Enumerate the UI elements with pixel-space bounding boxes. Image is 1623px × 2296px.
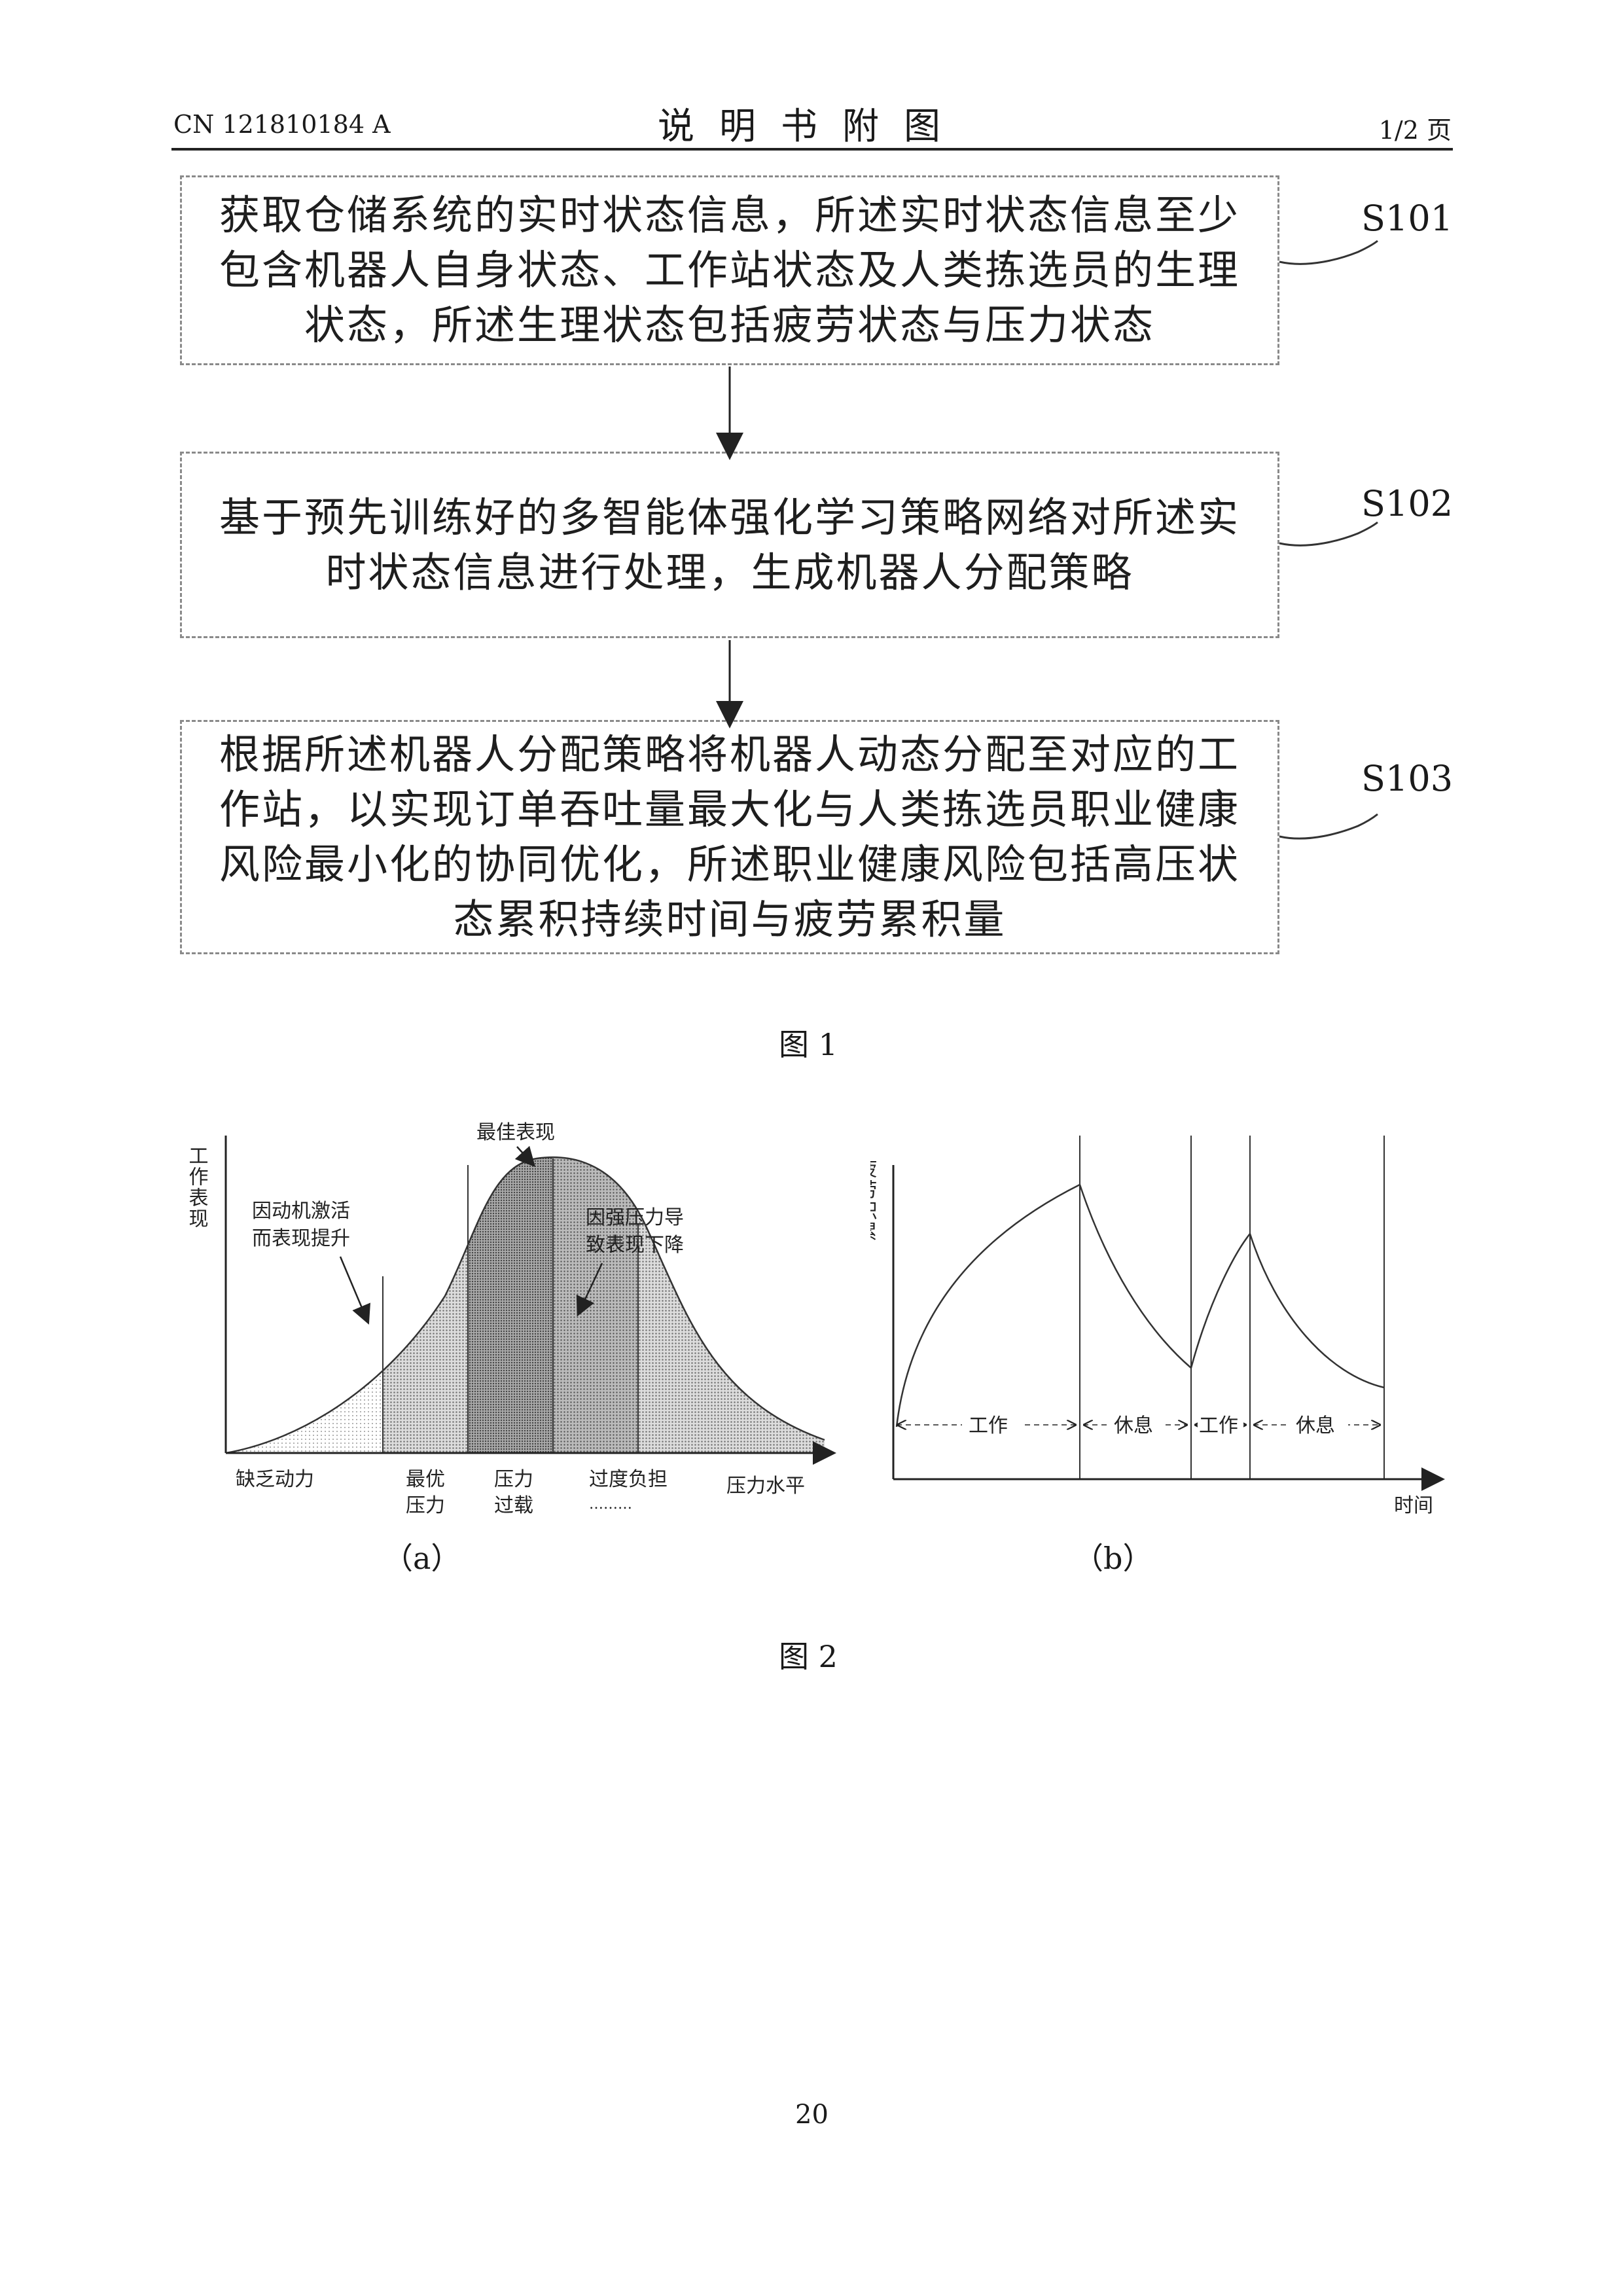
peak-label: 最佳表现 [476, 1121, 555, 1144]
xlabel-b: 时间 [1394, 1494, 1433, 1517]
fatigue-curve [897, 1185, 1384, 1427]
rise-annotation-line1: 因动机激活 [252, 1200, 350, 1223]
leader-s101 [1279, 241, 1378, 264]
rise-annotation-line2: 而表现提升 [252, 1227, 350, 1250]
phase-work-1: 工作 [969, 1414, 1008, 1437]
phase-rest-2: 休息 [1296, 1414, 1335, 1437]
fall-annotation-line1: 因强压力导 [586, 1206, 684, 1229]
ylabel-a: 工作表现 [185, 1145, 208, 1229]
figure-2a-diagram: 工作表现 压力水平 最佳表现 因动机激活 而表现提升 因强压力导 致表现下降 缺… [170, 1100, 851, 1532]
region-label-low: 缺乏动力 [236, 1468, 314, 1491]
subfigure-b-label: （b） [1073, 1535, 1152, 1578]
ylabel-b: 疲劳积累 [870, 1158, 878, 1242]
page-number: 20 [795, 2100, 829, 2130]
region-label-overload-1: 压力 [494, 1468, 533, 1491]
leader-s102 [1279, 522, 1378, 545]
figure-2-caption: 图 2 [779, 1633, 838, 1676]
region-label-optimal-1: 最优 [406, 1468, 445, 1491]
flowchart-connectors [0, 0, 1623, 982]
region-label-burden-1: 过度负担 [589, 1468, 668, 1491]
region-label-optimal-2: 压力 [406, 1494, 445, 1517]
xlabel-a: 压力水平 [726, 1475, 805, 1498]
region-label-overload-2: 过载 [494, 1494, 533, 1517]
phase-rest-1: 休息 [1114, 1414, 1153, 1437]
figure-1-caption: 图 1 [779, 1021, 838, 1064]
fall-annotation-line2: 致表现下降 [586, 1234, 684, 1257]
leader-s103 [1279, 814, 1378, 838]
phase-work-2: 工作 [1199, 1414, 1238, 1437]
figure-2b-diagram: 工作 休息 工作 休息 疲劳积累 时间 [870, 1100, 1459, 1532]
region-label-burden-2: ……… [589, 1496, 632, 1513]
subfigure-a-label: （a） [383, 1535, 461, 1578]
